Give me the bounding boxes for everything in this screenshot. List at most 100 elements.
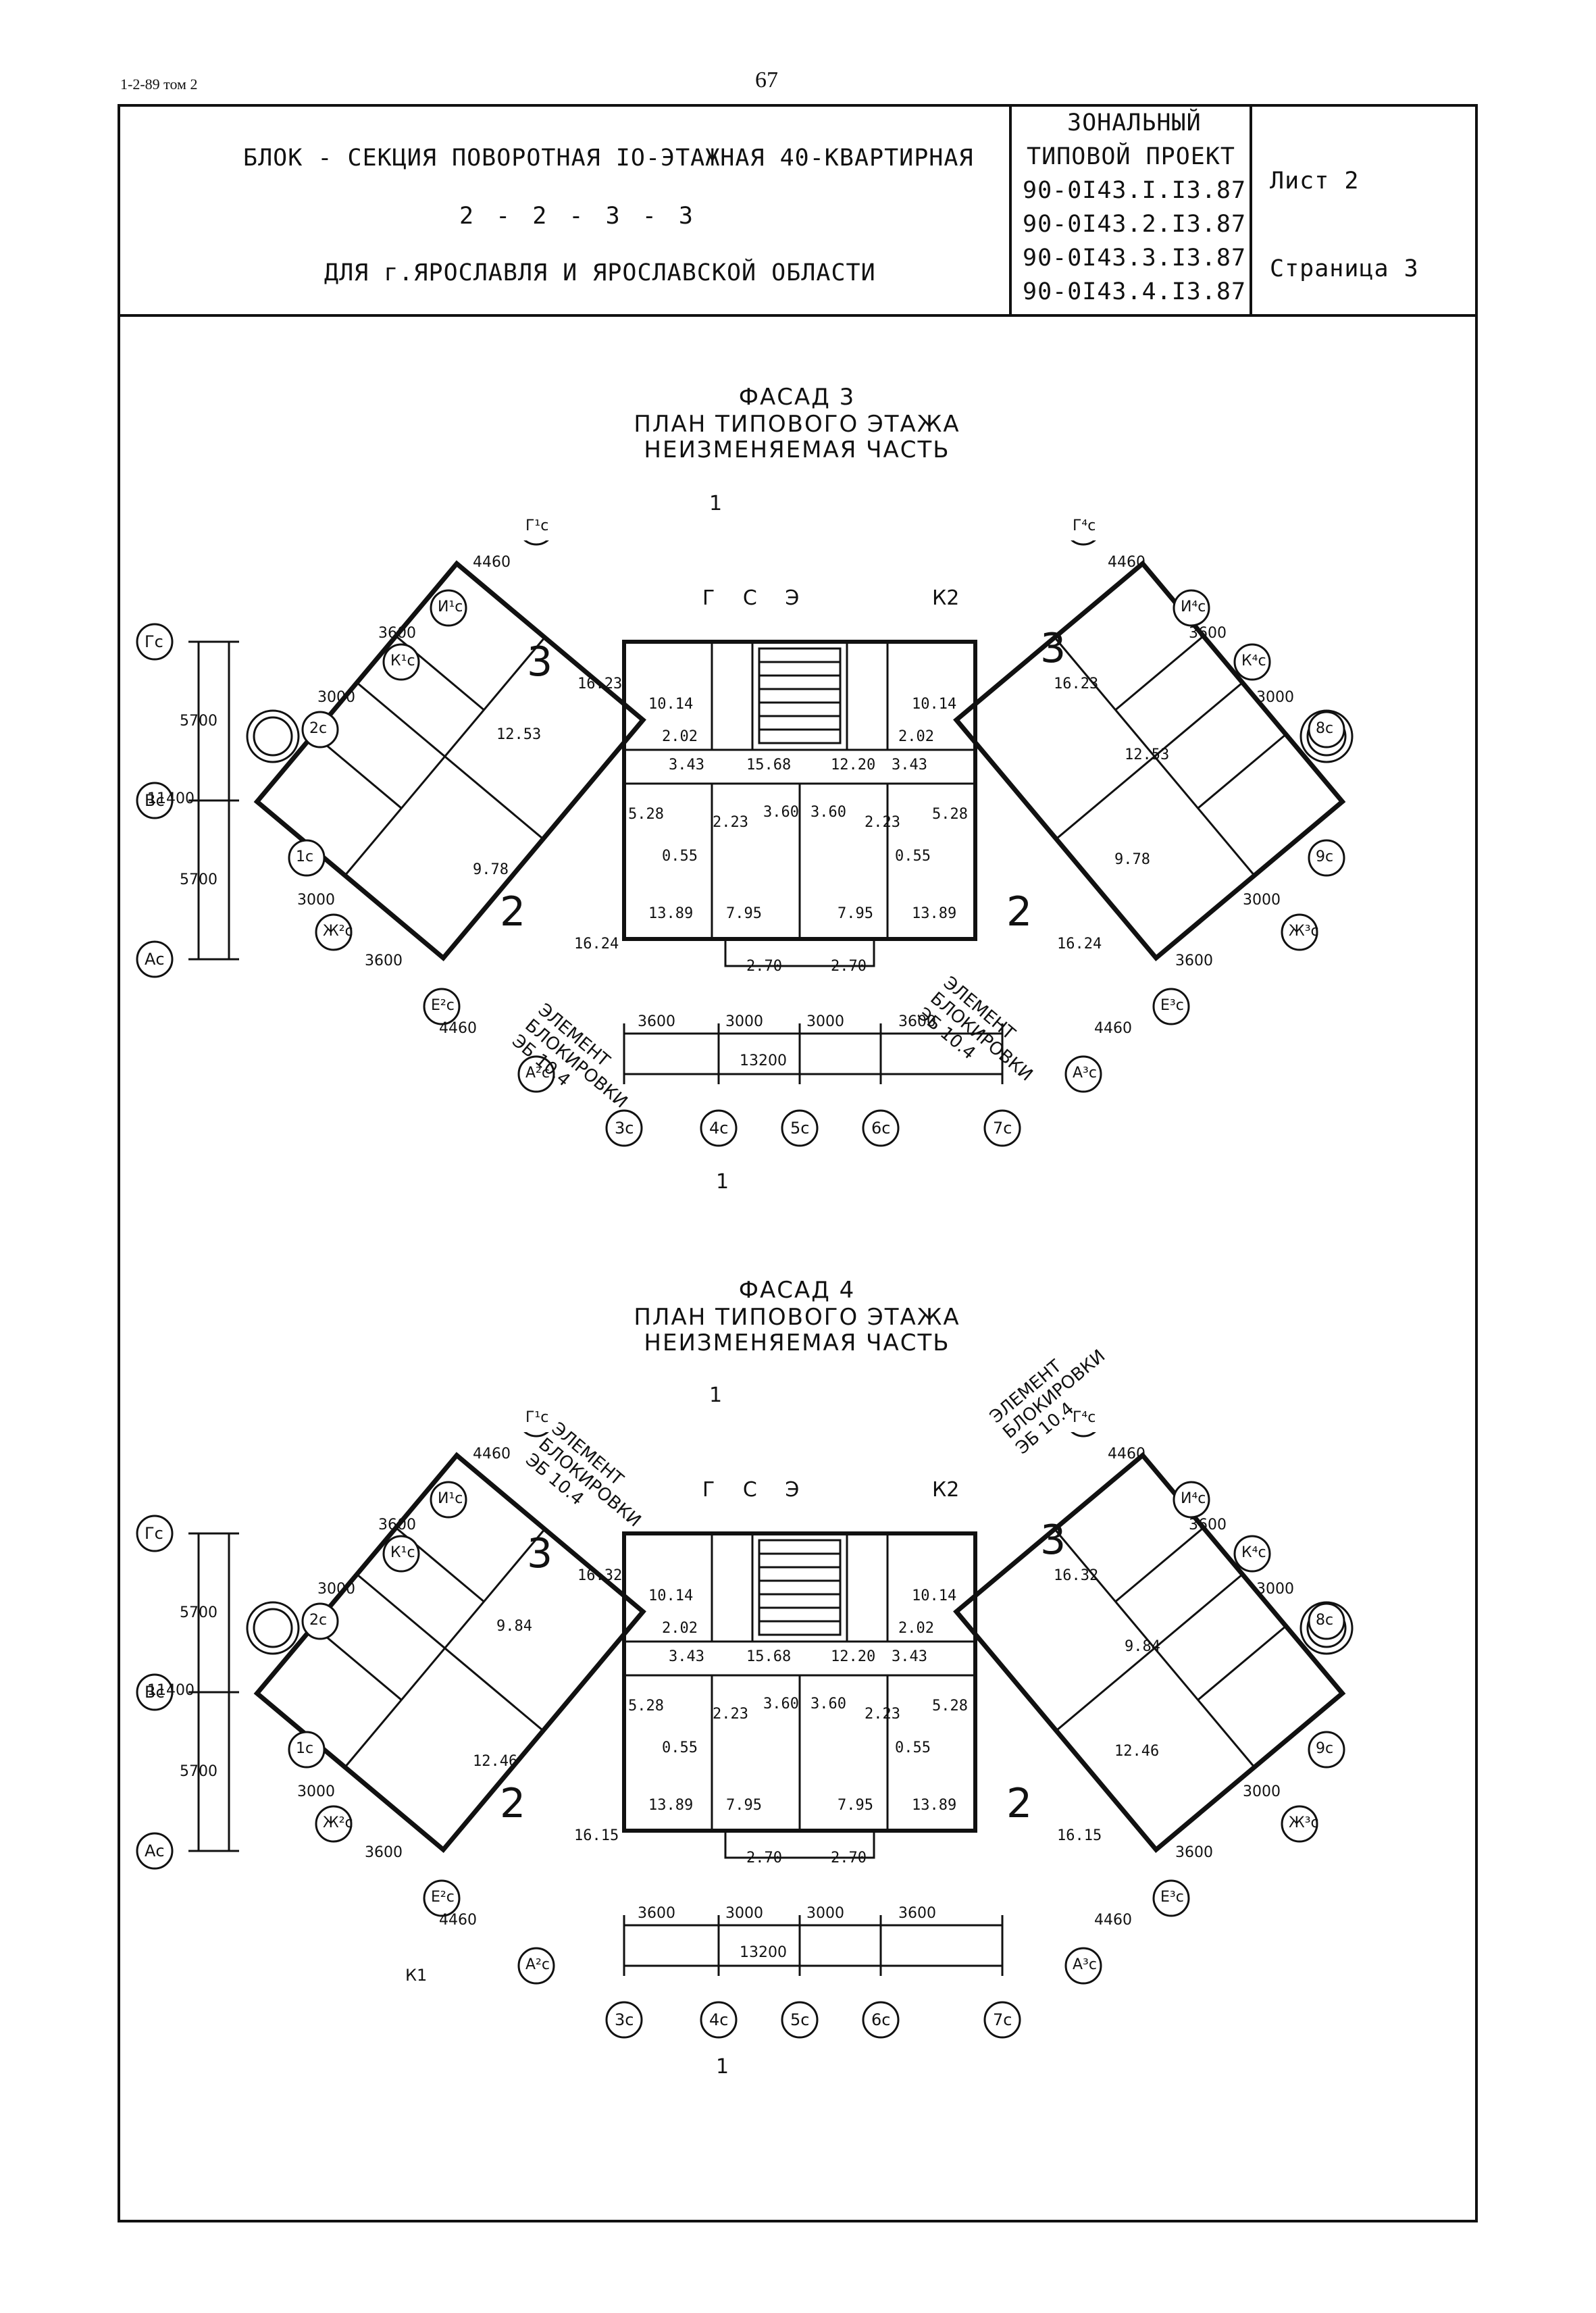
project-type-line-2: ТИПОВОЙ ПРОЕКТ [1027,143,1236,170]
room-area: 2.02 [898,728,934,745]
axis-marker-label: Ж³с [1289,923,1319,940]
plan2-facade-title: ФАСАД 4 [738,1277,856,1304]
room-area: 2.70 [746,1850,782,1866]
room-area: 13.89 [648,905,694,922]
room-area: 16.32 [1054,1567,1099,1584]
axis-marker-label: Е²с [431,997,455,1014]
section-mark-top: 1 [709,492,723,515]
right-apartment-wing [953,1452,1346,1854]
page-label: Страница 3 [1270,255,1419,282]
axis-marker-label: 8с [1316,1612,1334,1629]
title-block-divider [1250,104,1252,317]
axis-marker-label: Г⁴с [1073,1409,1096,1426]
axis-marker-label: И¹с [438,1490,463,1507]
dimension-label: 3600 [378,625,416,642]
axis-marker-label: 9с [1316,848,1334,865]
dimension-label: 4460 [1094,1020,1132,1037]
dimension-label: 3600 [1175,1844,1213,1861]
axis-marker-label: 6с [871,2010,891,2029]
room-area: 2.70 [831,1850,867,1866]
axis-marker-label: 5с [790,2010,810,2029]
room-area: 16.15 [574,1827,619,1844]
dimension-label: 3000 [1256,1581,1294,1598]
section-mark-top: 1 [709,1383,723,1407]
axis-marker-label: 6с [871,1119,891,1138]
room-area: 10.14 [648,1587,694,1604]
room-area: 10.14 [912,696,957,713]
room-area: 9.84 [1125,1638,1160,1655]
dimension-label: 5700 [180,1604,217,1621]
room-area: 9.84 [496,1618,532,1635]
dimension-total-label: 13200 [740,1052,787,1069]
dimension-label: 4460 [473,1446,511,1463]
dimension-label: 3000 [297,892,335,909]
dimension-label: 3000 [725,1013,763,1030]
axis-marker-label: 2с [309,1612,328,1629]
axis-marker-label: Е³с [1160,997,1184,1014]
title-block [118,104,1478,317]
bottom-dimension-chain [623,1915,1004,1976]
k2-label: К2 [932,1478,960,1502]
room-area: 2.23 [865,1706,900,1723]
dimension-label: 3600 [898,1905,936,1922]
axis-marker-label: 7с [993,2010,1012,2029]
axis-marker-label: И⁴с [1181,1490,1206,1507]
shaft-labels: Г С Э [702,1478,810,1502]
plan2-subtitle: НЕИЗМЕНЯЕМАЯ ЧАСТЬ [644,1329,950,1356]
axis-marker-label: 1с [296,848,314,865]
dimension-label: 3000 [806,1013,844,1030]
room-area: 16.23 [1054,676,1099,692]
axis-marker-label: 7с [993,1119,1012,1138]
room-area: 5.28 [628,806,664,823]
axis-marker-label: 4с [709,1119,729,1138]
dimension-total-label: 13200 [740,1944,787,1961]
room-area: 0.55 [895,1739,931,1756]
room-area: 3.43 [892,1648,927,1665]
project-code: 90-0I43.2.I3.87 [1023,211,1247,238]
room-area: 12.46 [473,1753,518,1770]
dimension-label: 3600 [638,1905,675,1922]
dimension-label: 5700 [180,713,217,730]
axis-marker-label: К⁴с [1241,653,1266,669]
bottom-dimension-chain [623,1023,1004,1084]
room-area: 3.43 [669,1648,704,1665]
axis-marker-label: Гс [145,1524,163,1543]
room-area: 7.95 [838,905,873,922]
room-area: 16.32 [577,1567,623,1584]
title-line-3: ДЛЯ г.ЯРОСЛАВЛЯ И ЯРОСЛАВСКОЙ ОБЛАСТИ [324,259,876,286]
room-area: 0.55 [662,1739,698,1756]
room-area: 15.68 [746,1648,792,1665]
dimension-total-label: 11400 [147,790,195,807]
left-dimension-chain [188,640,239,961]
room-count-label: 3 [1040,625,1066,672]
room-area: 3.43 [892,757,927,773]
plan1-facade-title: ФАСАД 3 [738,384,856,411]
axis-marker-label: Е²с [431,1889,455,1906]
room-area: 7.95 [838,1797,873,1814]
section-mark-bottom: 1 [716,1170,729,1194]
room-area: 5.28 [932,1698,968,1714]
room-area: 12.53 [1125,746,1170,763]
k1-label: К1 [405,1966,428,1985]
room-count-label: 3 [527,1530,553,1577]
room-area: 10.14 [912,1587,957,1604]
central-core [622,1531,977,1859]
axis-marker-label: Е³с [1160,1889,1184,1906]
axis-marker-label: Г¹с [525,517,549,534]
axis-marker-label: Г¹с [525,1409,549,1426]
room-count-label: 2 [1006,888,1033,936]
room-area: 2.23 [713,1706,748,1723]
room-area: 16.24 [1057,936,1102,952]
axis-marker-label: Ж²с [323,923,353,940]
floor-plan-drawing [136,1400,1354,2039]
dimension-label: 3600 [378,1517,416,1533]
dimension-label: 3600 [1175,952,1213,969]
plan2-subtitle: ПЛАН ТИПОВОГО ЭТАЖА [634,1304,960,1331]
project-type-line-1: ЗОНАЛЬНЫЙ [1067,109,1202,136]
axis-marker-label: 3с [615,2010,634,2029]
dimension-total-label: 11400 [147,1682,195,1699]
plan1-subtitle: ПЛАН ТИПОВОГО ЭТАЖА [634,411,960,438]
axis-marker-label: И⁴с [1181,599,1206,615]
dimension-label: 3000 [725,1905,763,1922]
room-area: 2.23 [713,814,748,831]
